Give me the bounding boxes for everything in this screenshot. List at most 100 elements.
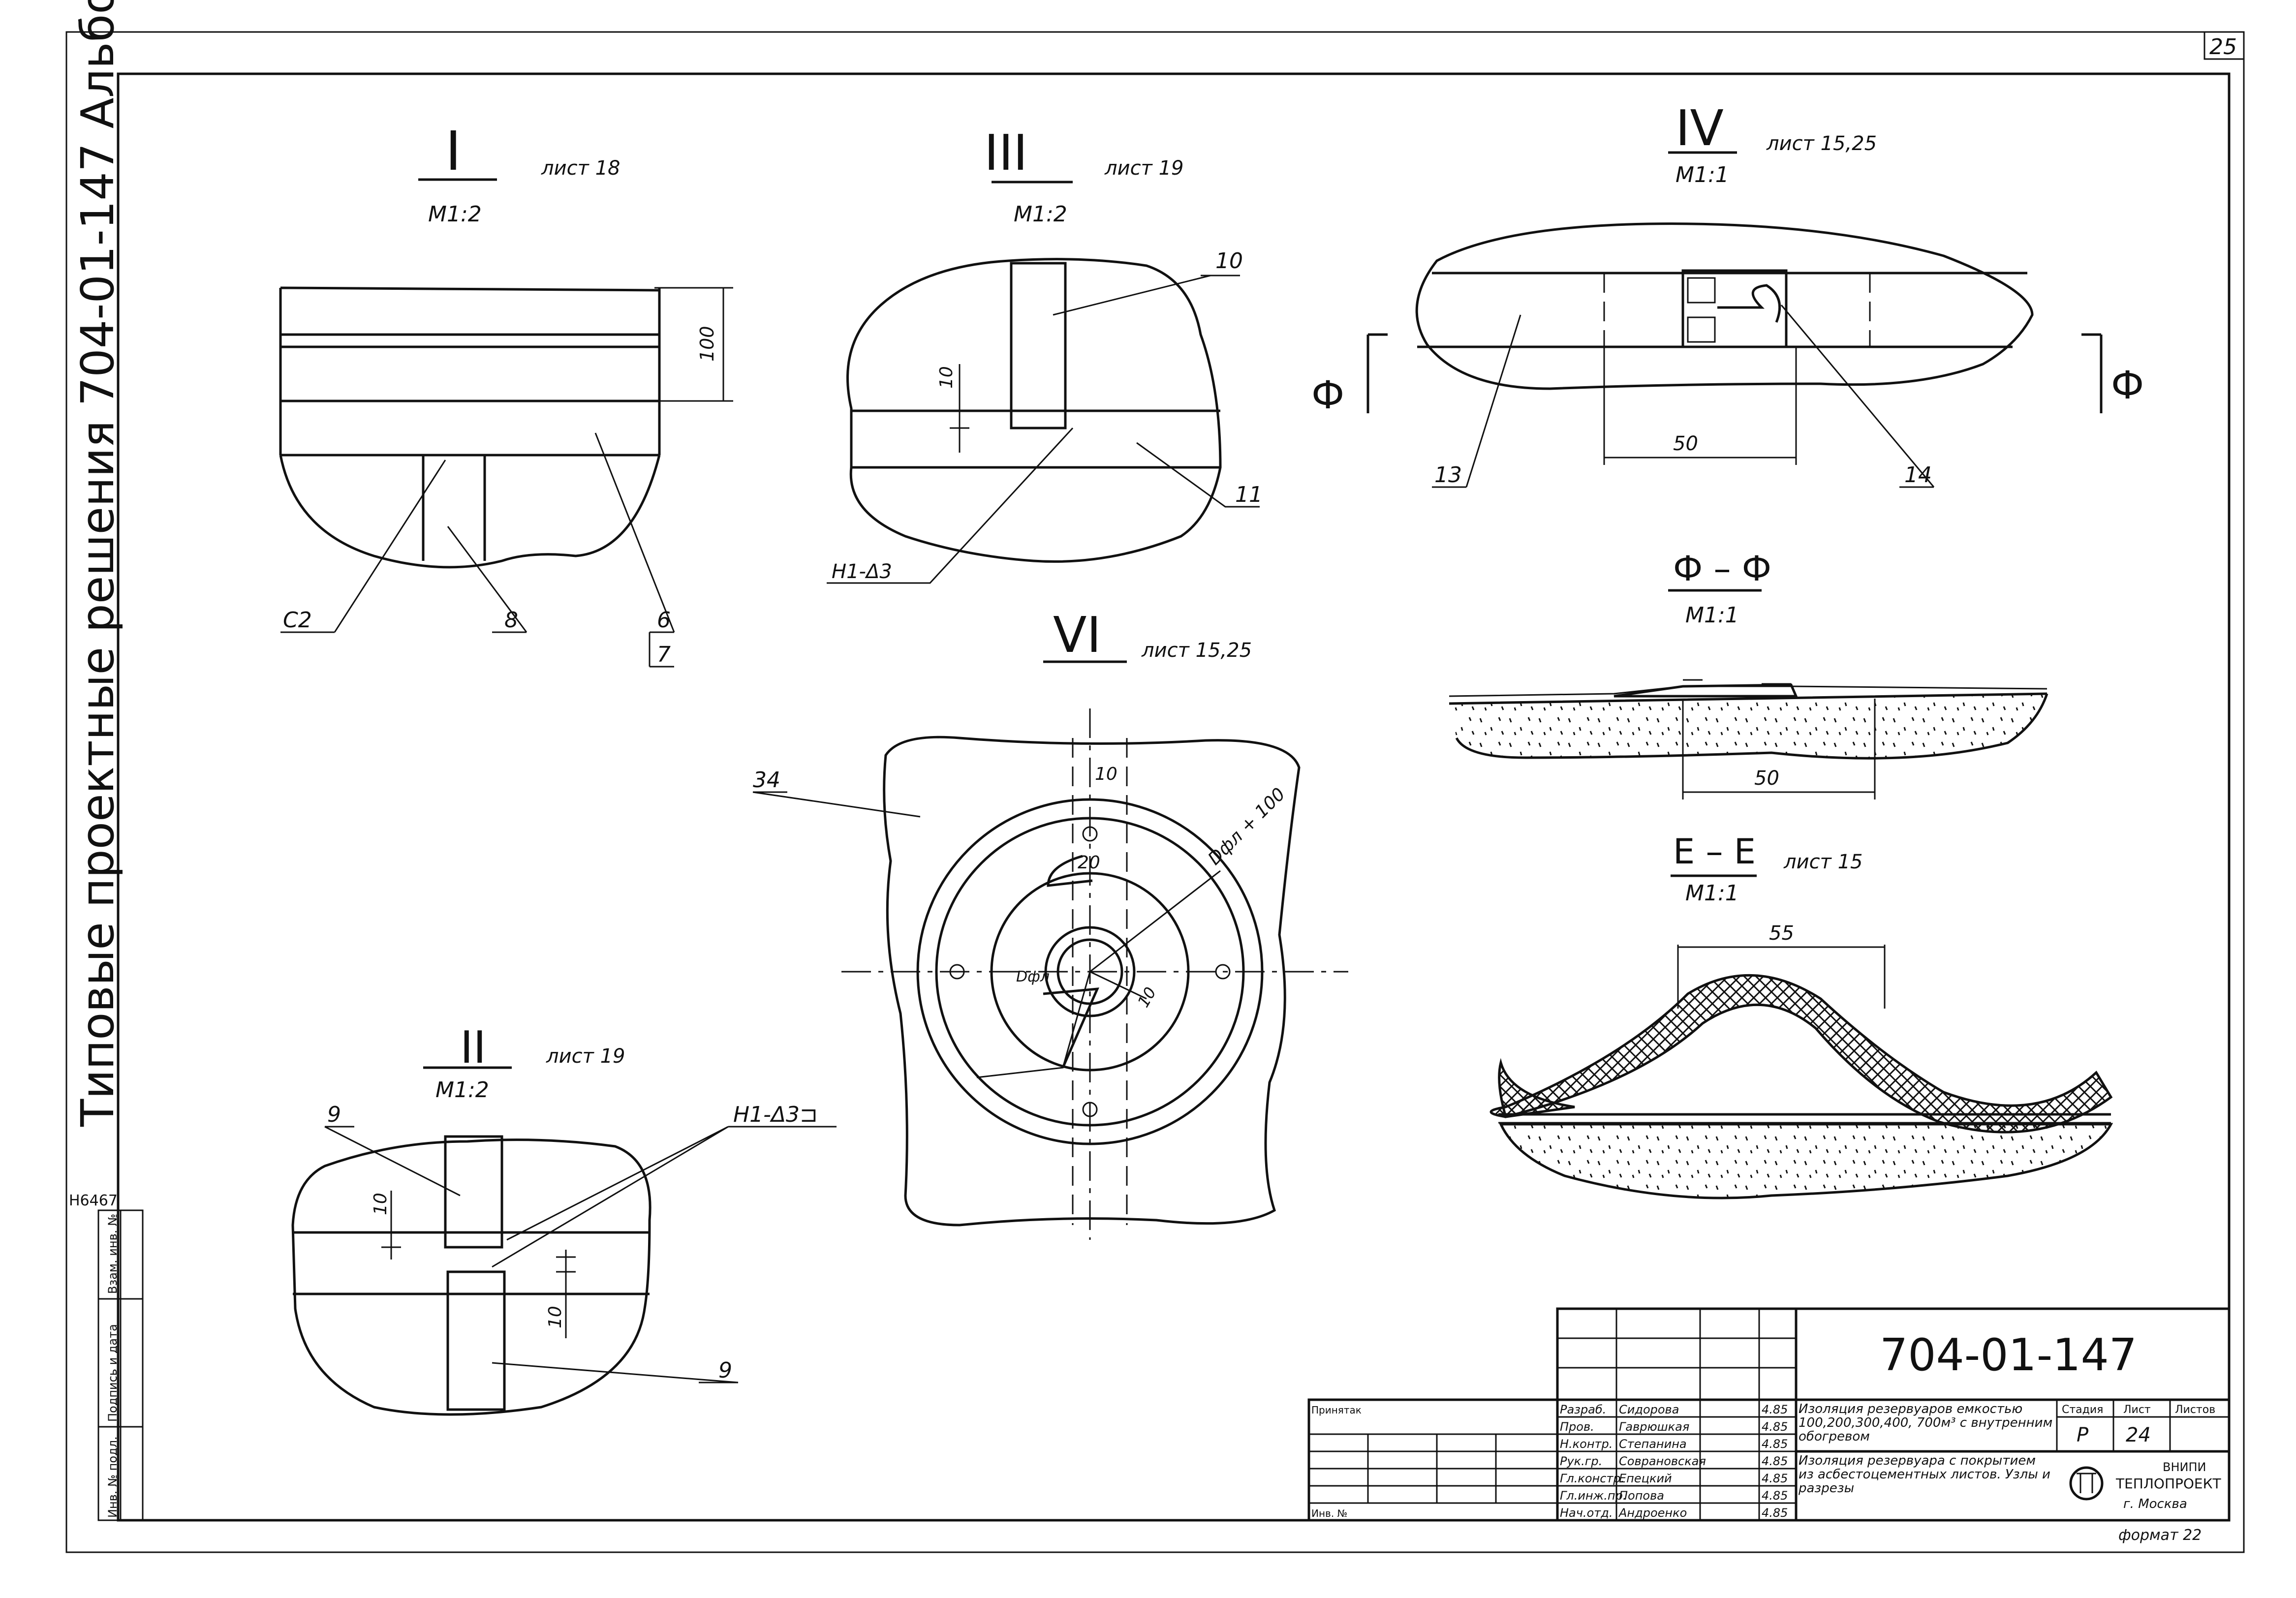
section-EE-title: Е – Е: [1673, 831, 1756, 872]
detail-IV-section-mark-right: Ф: [2111, 364, 2144, 408]
detail-I-callout-7: 7: [657, 642, 671, 667]
title-block-org-line2: ТЕПЛОПРОЕКТ: [2115, 1475, 2221, 1492]
role-row-2-role: Н.контр.: [1560, 1437, 1613, 1451]
title-block-object-title: Изоляция резервуаров емкостью 100,200,30…: [1799, 1402, 2053, 1444]
role-row-2-name: Степанина: [1619, 1437, 1687, 1451]
detail-II-callout-9-bottom: 9: [718, 1358, 732, 1383]
role-row-0-date: 4.85: [1762, 1403, 1788, 1416]
detail-I-callout-8: 8: [504, 608, 518, 633]
detail-II-scale: М1:2: [435, 1077, 489, 1103]
section-EE: Е – Е лист 15 М1:1 55: [1489, 831, 2113, 1199]
title-block-accepted: Принятак: [1311, 1404, 1362, 1416]
role-row-4-role: Гл.констр.: [1560, 1472, 1624, 1485]
side-stamp: Инв. № подл. Подпись и дата Взам. инв. №: [97, 1209, 144, 1521]
detail-II-sheet-ref: лист 19: [546, 1045, 625, 1068]
role-row-2-date: 4.85: [1762, 1437, 1788, 1451]
title-block: 704-01-147 Принятак Инв. № Разраб. Сидор…: [1307, 1307, 2231, 1544]
side-inventory-code: Н6467: [69, 1192, 118, 1209]
title-block-sheet-label: Лист: [2123, 1404, 2151, 1416]
detail-III-sheet-ref: лист 19: [1104, 157, 1183, 180]
detail-III-scale: М1:2: [1014, 202, 1067, 227]
role-row-3-name: Соврановская: [1619, 1454, 1706, 1468]
title-block-sheet: 24: [2126, 1424, 2151, 1446]
detail-I-dim-100: 100: [696, 326, 718, 362]
detail-IV-scale: М1:1: [1675, 162, 1729, 187]
title-block-inv: Инв. №: [1311, 1507, 1347, 1519]
section-EE-dim-55: 55: [1769, 922, 1794, 945]
role-row-6-name: Андроенко: [1618, 1506, 1687, 1520]
detail-VI-dim-10-top: 10: [1095, 764, 1117, 784]
role-row-3-role: Рук.гр.: [1560, 1454, 1602, 1468]
title-block-org-city: г. Москва: [2123, 1497, 2187, 1511]
side-stamp-label-inv: Инв. № подл.: [106, 1436, 120, 1518]
sheet-number-box: [2203, 31, 2245, 60]
inner-frame: [117, 72, 2231, 1522]
detail-VI-dim-dfl: Dфл: [1016, 968, 1050, 985]
section-FF-dim-50: 50: [1754, 767, 1779, 790]
title-block-format: формат 22: [2118, 1527, 2202, 1544]
role-row-0-role: Разраб.: [1560, 1403, 1606, 1416]
side-stamp-label-sign: Подпись и дата: [106, 1324, 120, 1422]
role-row-0-name: Сидорова: [1619, 1403, 1679, 1416]
title-block-sheet-title: Изоляция резервуара с покрытием из асбес…: [1799, 1454, 2050, 1496]
outer-border: [65, 31, 2245, 1553]
section-EE-sheet-ref: лист 15: [1783, 851, 1862, 873]
title-block-drawing-code: 704-01-147: [1880, 1329, 2137, 1381]
section-FF: Ф – Ф М1:1 50: [1449, 549, 2048, 799]
detail-VI-callout-34: 34: [753, 768, 780, 793]
detail-IV-callout-13: 13: [1434, 462, 1462, 488]
side-title: Типовые проектные решения 704-01-147 Аль…: [71, 0, 124, 1127]
role-row-6-role: Нач.отд.: [1560, 1506, 1613, 1520]
detail-I-callout-c2: С2: [283, 608, 312, 633]
detail-IV-section-mark-left: Ф: [1311, 373, 1344, 418]
title-block-role-rows: Разраб. Сидорова 4.85 Пров. Гаврюшкая 4.…: [1560, 1403, 1788, 1520]
role-row-5-name: Попова: [1619, 1489, 1664, 1503]
detail-II-callout-h1: Н1-Δ3⊐: [733, 1102, 818, 1127]
section-FF-scale: М1:1: [1685, 603, 1739, 628]
detail-VI-dim-10-inner: 10: [1134, 984, 1160, 1011]
sheet-number: 25: [2209, 34, 2237, 60]
detail-VI: VI лист 15,25 10 20 Dфл + 100 Dфл 10 34: [752, 606, 1348, 1240]
detail-I-callout-6: 6: [657, 608, 671, 633]
detail-II-dim-10-right: 10: [545, 1306, 565, 1328]
title-block-stage: Р: [2077, 1424, 2089, 1446]
role-row-1-name: Гаврюшкая: [1619, 1420, 1689, 1434]
role-row-1-date: 4.85: [1762, 1420, 1788, 1434]
detail-VI-sheet-ref: лист 15,25: [1141, 639, 1252, 662]
role-row-5-date: 4.85: [1762, 1489, 1788, 1503]
detail-II-roman: II: [460, 1022, 486, 1074]
detail-I-sheet-ref: лист 18: [541, 157, 620, 180]
detail-IV: IV лист 15,25 М1:1 50 13 14 Ф Ф: [1311, 99, 2144, 488]
detail-I: I лист 18 М1:2 100 С2 8 6 7: [279, 120, 733, 668]
detail-VI-roman: VI: [1053, 606, 1101, 664]
title-block-sheets-label: Листов: [2175, 1404, 2215, 1416]
detail-III-callout-h1: Н1-Δ3: [832, 560, 892, 583]
detail-III: III лист 19 М1:2 10 10 Н1-Δ3 11: [827, 124, 1263, 584]
role-row-6-date: 4.85: [1762, 1506, 1788, 1520]
section-FF-title: Ф – Ф: [1673, 549, 1771, 589]
role-row-3-date: 4.85: [1762, 1454, 1788, 1468]
role-row-5-role: Гл.инж.пр.: [1560, 1489, 1626, 1503]
detail-I-scale: М1:2: [428, 202, 482, 227]
detail-IV-roman: IV: [1675, 99, 1724, 157]
side-stamp-label-replace: Взам. инв. №: [106, 1214, 120, 1294]
detail-IV-callout-14: 14: [1904, 462, 1932, 488]
detail-II-dim-10-left: 10: [371, 1193, 391, 1215]
detail-III-dim-10: 10: [936, 366, 957, 389]
title-block-org-line1: ВНИПИ: [2163, 1460, 2206, 1474]
detail-III-roman: III: [984, 124, 1027, 182]
detail-II: II лист 19 М1:2 10 10 9 Н1-Δ3⊐ 9: [291, 1022, 837, 1416]
detail-VI-dim-dfl-100: Dфл + 100: [1204, 784, 1289, 869]
detail-IV-sheet-ref: лист 15,25: [1766, 132, 1877, 155]
role-row-1-role: Пров.: [1560, 1420, 1594, 1434]
detail-III-callout-11: 11: [1235, 482, 1263, 507]
detail-I-roman: I: [445, 120, 461, 183]
section-EE-scale: М1:1: [1685, 881, 1739, 906]
title-block-stage-label: Стадия: [2062, 1404, 2103, 1416]
detail-II-callout-9-top: 9: [327, 1102, 341, 1127]
org-logo: [2069, 1466, 2104, 1501]
role-row-4-name: Епецкий: [1619, 1472, 1672, 1485]
detail-IV-dim-50: 50: [1673, 432, 1698, 455]
detail-VI-dim-20: 20: [1078, 853, 1100, 873]
